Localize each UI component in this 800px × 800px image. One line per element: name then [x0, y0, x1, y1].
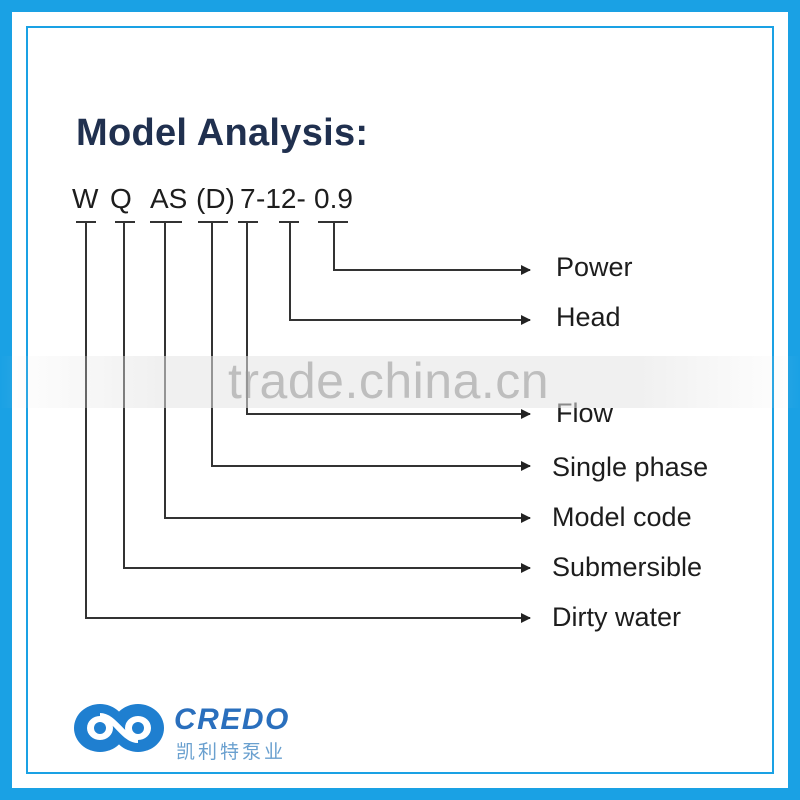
connector-dirty-water — [85, 222, 531, 623]
label-submersible: Submersible — [552, 552, 703, 582]
brand-name: CREDO — [174, 703, 290, 736]
page-title: Model Analysis: — [76, 112, 369, 154]
label-head: Head — [556, 302, 621, 332]
brand-chinese-name: 凯利特泵业 — [176, 742, 287, 763]
code-part-head: -12- — [256, 183, 306, 214]
code-part-as: AS — [150, 183, 188, 214]
code-part-d: (D) — [196, 183, 235, 214]
connector-flow — [246, 222, 531, 419]
label-dirty-water: Dirty water — [552, 602, 682, 632]
code-part-q: Q — [110, 183, 132, 214]
connector-power — [333, 222, 531, 275]
label-power: Power — [556, 252, 633, 282]
connector-single-phase — [211, 222, 531, 471]
code-part-w: W — [72, 183, 99, 214]
label-model-code: Model code — [552, 502, 692, 532]
code-part-flow: 7 — [240, 183, 256, 214]
watermark-text: trade.china.cn — [228, 353, 550, 409]
connector-submersible — [123, 222, 531, 573]
connector-head — [289, 222, 531, 325]
connector-model-code — [164, 222, 531, 523]
watermark-band — [0, 356, 800, 408]
label-single-phase: Single phase — [552, 452, 709, 482]
code-part-power: 0.9 — [314, 183, 353, 214]
credo-logo-icon — [70, 700, 170, 756]
